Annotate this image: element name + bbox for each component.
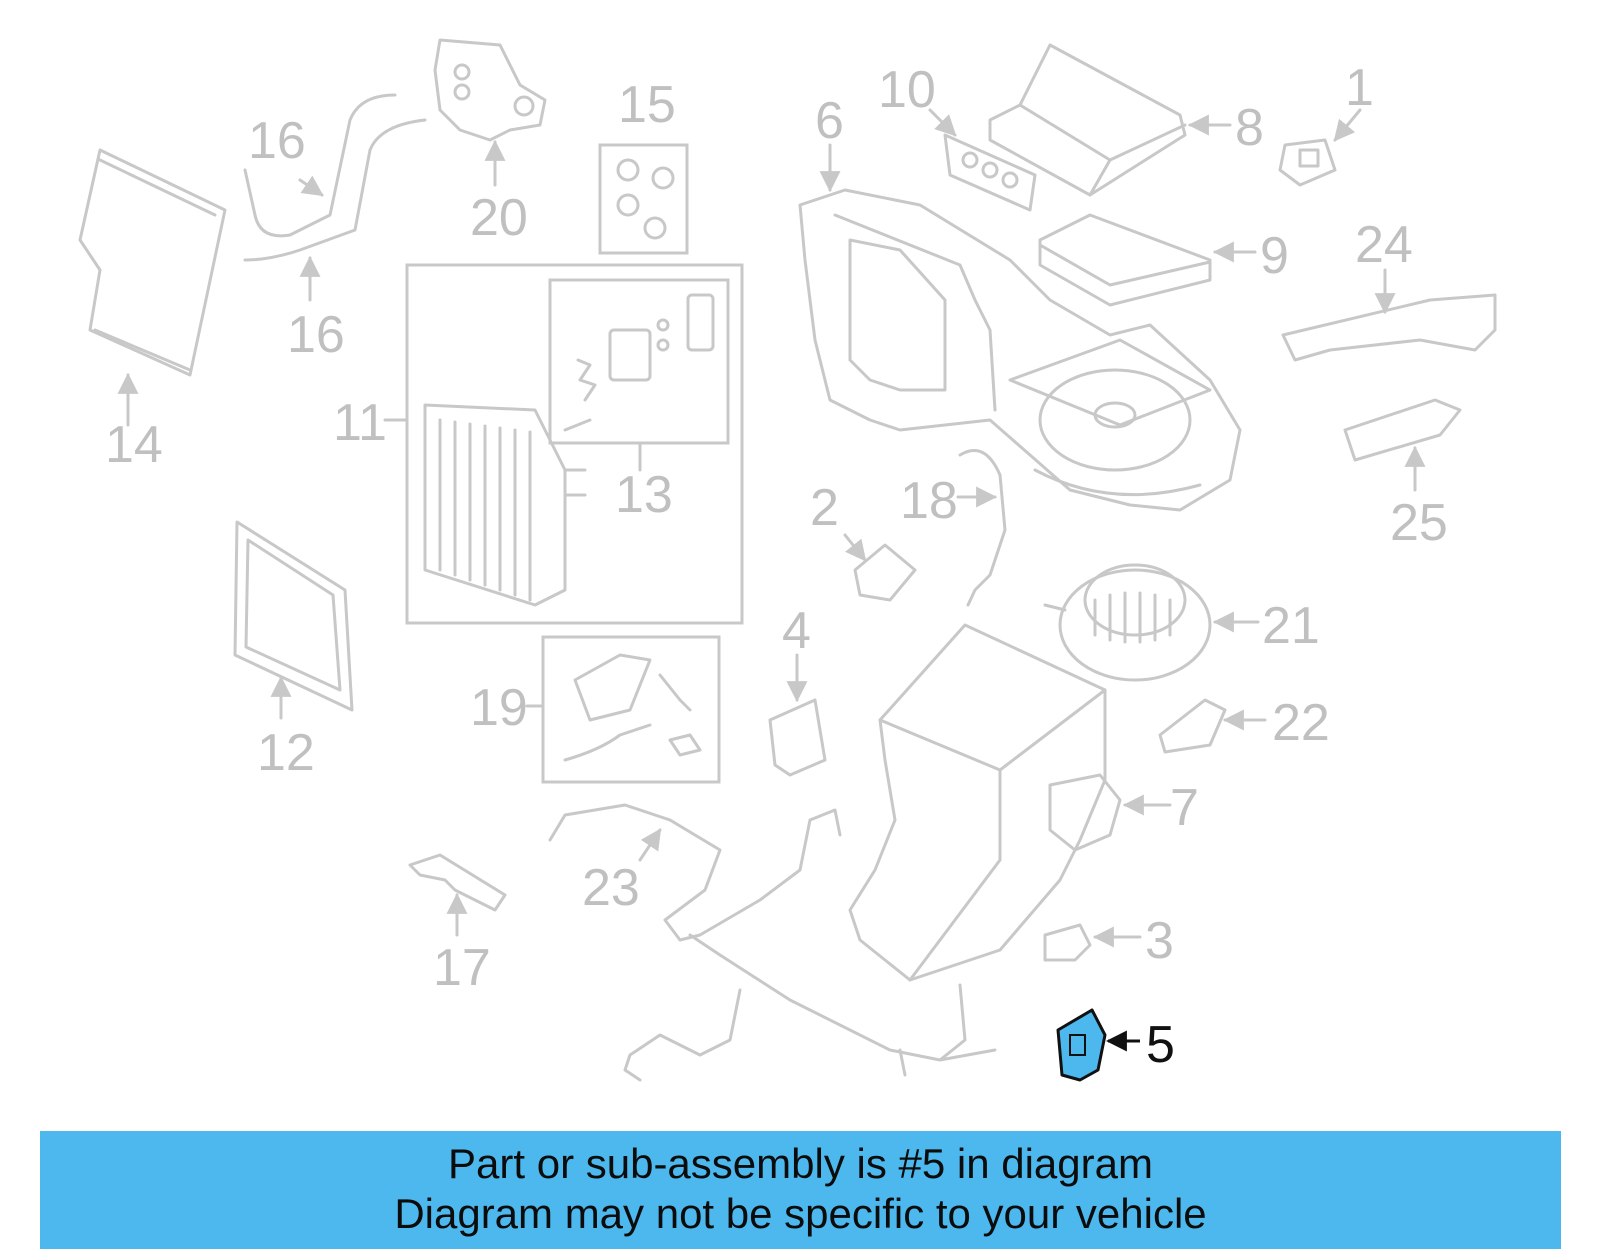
- label-17: 17: [433, 939, 491, 997]
- label-7: 7: [1170, 779, 1199, 837]
- leader-10: [928, 108, 957, 137]
- label-15: 15: [618, 76, 676, 134]
- label-18: 18: [900, 472, 958, 530]
- label-25: 25: [1390, 494, 1448, 552]
- part-3-actuator[interactable]: [1043, 923, 1092, 962]
- part-12-gasket[interactable]: [233, 520, 354, 712]
- label-1: 1: [1345, 59, 1374, 117]
- label-21: 21: [1262, 597, 1320, 655]
- label-11: 11: [333, 394, 387, 452]
- label-16a: 16: [248, 112, 306, 170]
- part-22-connector[interactable]: [1158, 698, 1227, 754]
- part-16-heater-tubes[interactable]: [243, 93, 427, 262]
- part-7-lower-housing[interactable]: [848, 623, 1122, 982]
- part-2-actuator[interactable]: [853, 543, 917, 602]
- label-5: 5: [1146, 1016, 1175, 1074]
- label-3: 3: [1145, 912, 1174, 970]
- part-8-duct-cover[interactable]: [988, 43, 1187, 197]
- part-11-evaporator[interactable]: [423, 403, 587, 607]
- part-15-seal-kit[interactable]: [598, 143, 689, 255]
- banner-line-2: Diagram may not be specific to your vehi…: [394, 1190, 1207, 1237]
- part-21-blower-motor[interactable]: [1043, 563, 1212, 682]
- part-13-expansion-valve[interactable]: [563, 293, 715, 432]
- label-6: 6: [815, 92, 844, 150]
- part-14-heater-core[interactable]: [78, 148, 227, 377]
- label-12: 12: [257, 724, 315, 782]
- label-14: 14: [105, 416, 163, 474]
- leader-2: [843, 533, 867, 562]
- label-19: 19: [470, 679, 528, 737]
- part-19-actuator-linkage[interactable]: [563, 653, 702, 762]
- label-4: 4: [782, 602, 811, 660]
- label-24: 24: [1355, 216, 1413, 274]
- part-10-gasket-strip[interactable]: [943, 133, 1037, 212]
- part-9-cabin-filter[interactable]: [1038, 213, 1212, 307]
- label-23: 23: [582, 859, 640, 917]
- group-11-box: [405, 263, 744, 625]
- part-24-duct[interactable]: [1281, 293, 1497, 362]
- leader-16a: [298, 175, 324, 197]
- label-16b: 16: [287, 306, 345, 364]
- label-20: 20: [470, 189, 528, 247]
- part-17-bracket[interactable]: [408, 853, 507, 912]
- leader-1: [1333, 108, 1362, 142]
- label-2: 2: [810, 479, 839, 537]
- banner-line-1: Part or sub-assembly is #5 in diagram: [448, 1140, 1153, 1187]
- label-22: 22: [1272, 694, 1330, 752]
- part-25-duct[interactable]: [1343, 398, 1462, 462]
- part-6-hvac-housing[interactable]: [798, 188, 1242, 512]
- group-19-box: [541, 635, 721, 784]
- label-13: 13: [615, 466, 673, 524]
- leader-23: [638, 828, 662, 862]
- part-1-sensor[interactable]: [1278, 138, 1337, 187]
- part-5-highlighted[interactable]: [1056, 1008, 1107, 1082]
- label-8: 8: [1235, 99, 1264, 157]
- part-4-module[interactable]: [768, 698, 827, 777]
- part-23-wiring-harness[interactable]: [548, 803, 997, 1082]
- label-10: 10: [878, 61, 936, 119]
- info-banner: Part or sub-assembly is #5 in diagram Di…: [40, 1131, 1561, 1249]
- part-20-seal-plate[interactable]: [433, 38, 547, 142]
- part-18-sensor-wire[interactable]: [958, 449, 1007, 607]
- label-9: 9: [1260, 227, 1289, 285]
